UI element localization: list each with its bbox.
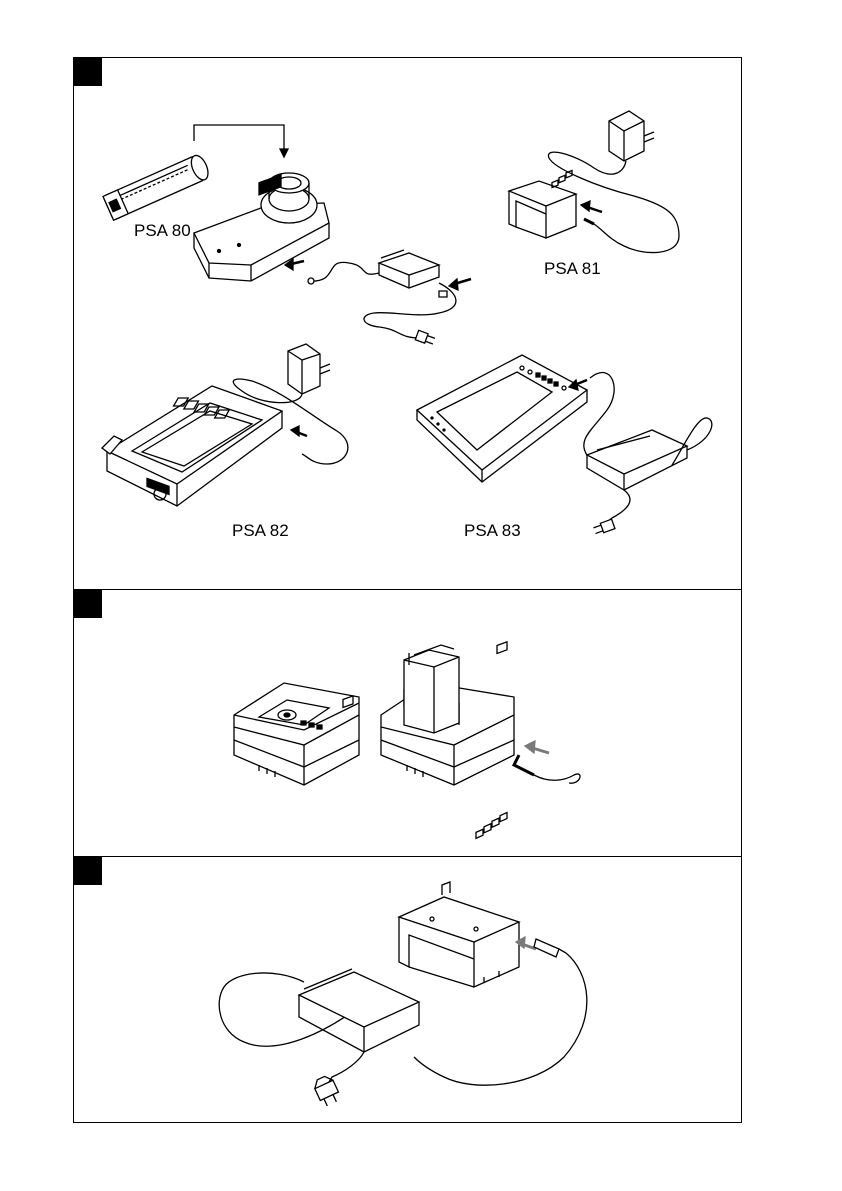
psa82-wall-adapter bbox=[288, 344, 330, 394]
psa80-cradle bbox=[194, 173, 329, 281]
psa80-battery bbox=[103, 153, 211, 220]
figure-number-marker-2 bbox=[74, 590, 102, 618]
figure-panel-3 bbox=[73, 856, 742, 1123]
psa81-wall-adapter bbox=[609, 111, 654, 161]
psa81-battery-box bbox=[509, 170, 576, 238]
psa81-label: PSA 81 bbox=[544, 259, 601, 279]
mains-plug bbox=[312, 1074, 342, 1108]
psa83-tablet bbox=[417, 355, 587, 482]
psa83-illustration bbox=[412, 350, 732, 535]
psa82-handheld-device bbox=[102, 386, 282, 506]
psa80-power-supply bbox=[379, 250, 439, 288]
psa83-mains-plug bbox=[593, 519, 615, 535]
psa80-label: PSA 80 bbox=[134, 221, 191, 241]
charging-stations-illustration bbox=[229, 645, 589, 795]
psa83-label: PSA 83 bbox=[464, 521, 521, 541]
battery-box-power-supply-illustration bbox=[214, 877, 614, 1117]
figure-number-marker-3 bbox=[74, 857, 102, 885]
battery-pack bbox=[404, 645, 459, 733]
occupied-charging-station bbox=[381, 642, 514, 785]
figure-number-marker-1 bbox=[74, 58, 102, 86]
psa80-illustration bbox=[99, 113, 489, 313]
psa83-power-supply bbox=[587, 430, 687, 490]
figure-panel-1: PSA 80 PSA 81 bbox=[73, 57, 742, 590]
psa82-label: PSA 82 bbox=[232, 521, 289, 541]
psa80-mains-plug bbox=[415, 330, 435, 346]
psa81-illustration bbox=[494, 106, 714, 266]
power-supply-brick bbox=[299, 969, 419, 1052]
figure-panel-2 bbox=[73, 589, 742, 857]
empty-charging-station bbox=[234, 683, 359, 785]
psa82-illustration bbox=[102, 336, 372, 521]
